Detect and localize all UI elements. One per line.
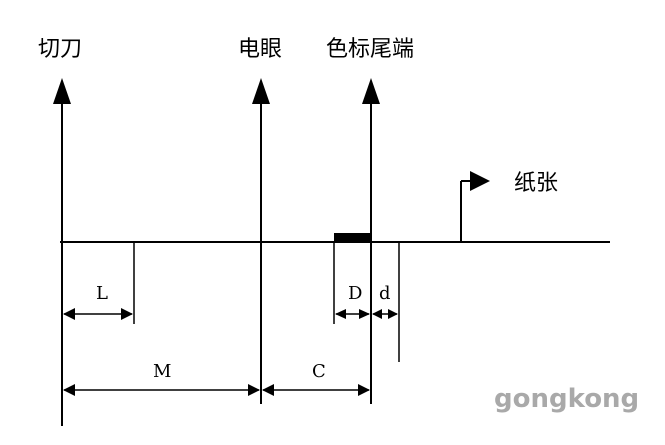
mark-tail-end-arrowhead-icon — [362, 78, 380, 104]
dimension-label-L: L — [96, 283, 108, 304]
dimension-C — [262, 384, 370, 396]
dimension-d — [372, 242, 400, 362]
dimension-label-D: D — [348, 283, 362, 304]
color-mark — [334, 233, 372, 241]
dimension-label-C: C — [312, 361, 326, 382]
photo-eye-line — [252, 78, 270, 404]
dimension-label-d: d — [379, 283, 391, 304]
dimension-M — [63, 384, 260, 396]
cutter-line — [53, 78, 71, 426]
photo-eye-arrowhead-icon — [252, 78, 270, 104]
dimension-D — [333, 242, 370, 324]
paper-direction-arrowhead-icon — [470, 171, 490, 191]
label-photo-eye: 电眼 — [238, 37, 282, 62]
paper-direction-arrow — [460, 171, 490, 242]
mark-tail-end-line — [362, 78, 380, 404]
dimension-label-M: M — [153, 361, 171, 382]
label-paper: 纸张 — [514, 171, 558, 196]
dimension-L — [63, 242, 135, 324]
watermark: gongkong — [494, 384, 639, 414]
label-mark-tail-end: 色标尾端 — [326, 37, 414, 62]
label-cutter: 切刀 — [38, 37, 82, 62]
cutter-arrowhead-icon — [53, 78, 71, 104]
